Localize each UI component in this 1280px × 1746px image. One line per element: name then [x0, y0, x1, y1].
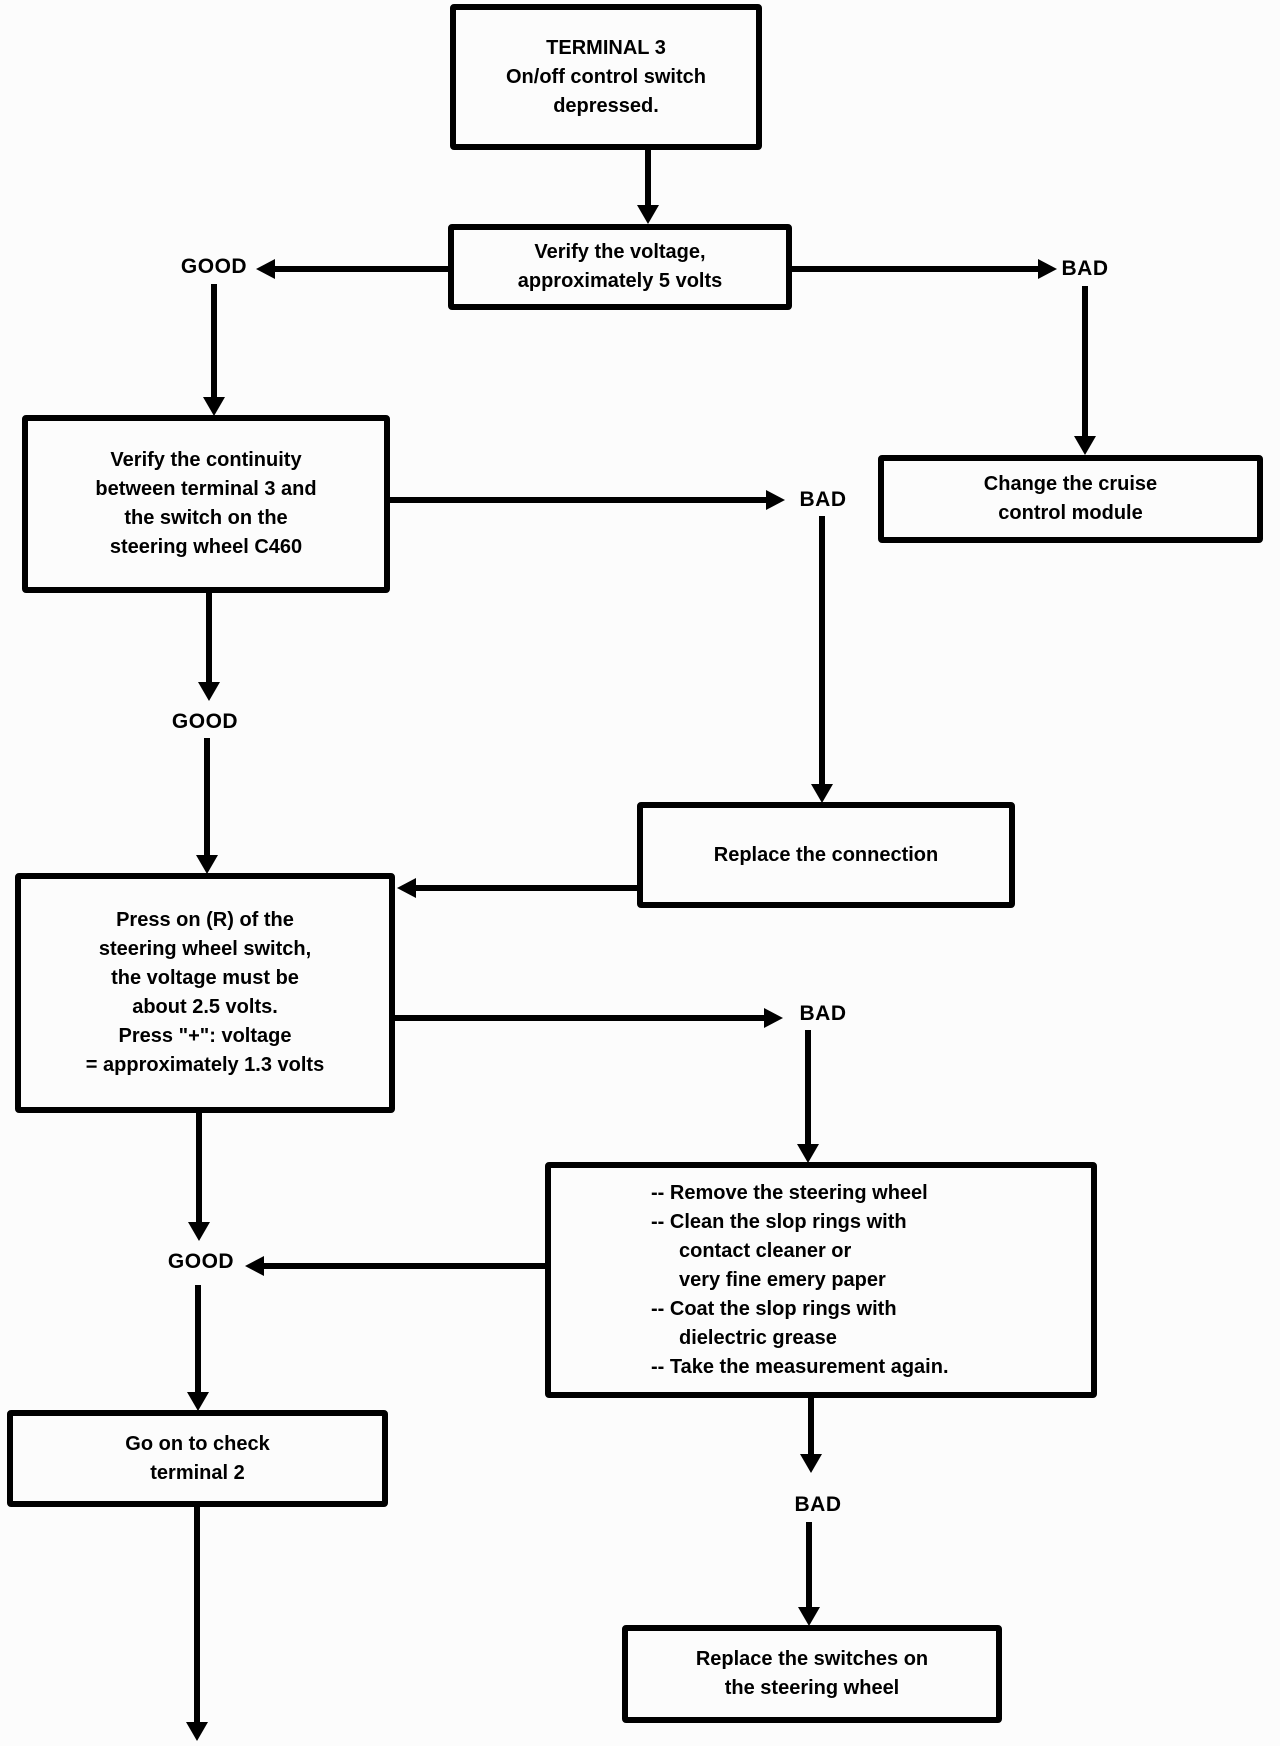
- node-text: -- Remove the steering wheel: [651, 1181, 928, 1204]
- node-text: control module: [998, 502, 1143, 524]
- node-clean-slip-rings: -- Remove the steering wheel -- Clean th…: [545, 1162, 1097, 1398]
- node-text: -- Take the measurement again.: [651, 1355, 949, 1378]
- node-replace-switches: Replace the switches on the steering whe…: [622, 1625, 1002, 1723]
- node-text: the steering wheel: [724, 1677, 900, 1699]
- node-text: Press "+": voltage: [118, 1025, 292, 1047]
- arrow-terminal3-to-voltage-line: [645, 150, 651, 206]
- arrow-instructions-to-bad4-head: [800, 1454, 822, 1473]
- node-press-r: Press on (R) of the steering wheel switc…: [15, 873, 395, 1113]
- arrow-voltage-to-good1-line: [264, 266, 448, 272]
- arrow-good3-to-terminal2-line: [195, 1285, 201, 1393]
- arrow-bad2-to-connection-head: [811, 784, 833, 803]
- node-text: the voltage must be: [111, 967, 299, 989]
- arrow-connection-to-pressr-head: [397, 878, 416, 898]
- label-good-2: GOOD: [171, 710, 239, 733]
- node-verify-voltage: Verify the voltage, approximately 5 volt…: [448, 224, 792, 310]
- node-text: Replace the connection: [713, 843, 939, 866]
- arrow-good1-to-continuity-line: [211, 284, 217, 398]
- arrow-voltage-to-bad1-line: [792, 266, 1040, 272]
- arrow-voltage-to-bad1-head: [1038, 259, 1057, 279]
- node-text: terminal 2: [150, 1461, 245, 1484]
- arrow-pressr-to-good3-line: [196, 1113, 202, 1223]
- node-text: steering wheel C460: [109, 536, 303, 558]
- arrow-bad3-to-instructions-head: [797, 1144, 819, 1163]
- node-change-cruise-module: Change the cruise control module: [878, 455, 1263, 543]
- label-bad-4: BAD: [794, 1493, 842, 1516]
- arrow-good2-to-pressr-line: [204, 738, 210, 856]
- arrow-good1-to-continuity-head: [203, 397, 225, 416]
- arrow-continuity-to-good2-head: [198, 682, 220, 701]
- arrow-continuity-to-bad2-line: [390, 497, 768, 503]
- label-good-1: GOOD: [180, 255, 248, 278]
- arrow-voltage-to-good1-head: [256, 259, 275, 279]
- node-verify-continuity: Verify the continuity between terminal 3…: [22, 415, 390, 593]
- node-text: Verify the voltage,: [534, 241, 706, 263]
- node-text: -- Clean the slop rings with: [651, 1210, 907, 1233]
- arrow-instructions-to-good3-head: [245, 1256, 264, 1276]
- node-text: On/off control switch: [506, 65, 706, 88]
- node-text: Go on to check: [125, 1432, 270, 1455]
- label-bad-2: BAD: [799, 488, 847, 511]
- arrow-continuity-to-bad2-head: [766, 490, 785, 510]
- arrow-connection-to-pressr-line: [414, 885, 637, 891]
- node-text: Change the cruise: [983, 473, 1158, 495]
- arrow-good2-to-pressr-head: [196, 855, 218, 874]
- node-text: Verify the continuity: [110, 449, 302, 471]
- arrow-bad3-to-instructions-line: [805, 1030, 811, 1145]
- label-bad-1: BAD: [1061, 257, 1109, 280]
- node-terminal3: TERMINAL 3 On/off control switch depress…: [450, 4, 762, 150]
- arrow-continuity-to-good2-line: [206, 593, 212, 683]
- arrow-instructions-to-good3-line: [262, 1263, 545, 1269]
- label-bad-3: BAD: [799, 1002, 847, 1025]
- node-text: -- Coat the slop rings with: [651, 1297, 897, 1320]
- arrow-terminal2-continue-line: [194, 1507, 200, 1723]
- arrow-pressr-to-bad3-head: [764, 1008, 783, 1028]
- node-text: TERMINAL 3: [546, 36, 666, 59]
- arrow-pressr-to-good3-head: [188, 1222, 210, 1241]
- node-text: Replace the switches on: [695, 1648, 929, 1670]
- arrow-bad1-to-module-line: [1082, 286, 1088, 437]
- node-text: the switch on the: [124, 507, 288, 529]
- node-text: depressed.: [553, 94, 659, 117]
- arrow-pressr-to-bad3-line: [395, 1015, 766, 1021]
- arrow-good3-to-terminal2-head: [187, 1392, 209, 1411]
- node-text: very fine emery paper: [679, 1268, 886, 1291]
- node-replace-connection: Replace the connection: [637, 802, 1015, 908]
- node-text: = approximately 1.3 volts: [85, 1054, 325, 1076]
- arrow-bad4-to-switches-line: [806, 1522, 812, 1608]
- arrow-instructions-to-bad4-line: [808, 1398, 814, 1455]
- arrow-terminal2-continue-head: [186, 1722, 208, 1741]
- arrow-terminal3-to-voltage-head: [637, 205, 659, 224]
- arrow-bad4-to-switches-head: [798, 1607, 820, 1626]
- node-text: Press on (R) of the: [116, 909, 294, 931]
- node-text: approximately 5 volts: [517, 270, 723, 292]
- node-text: between terminal 3 and: [95, 478, 317, 500]
- node-text: about 2.5 volts.: [132, 996, 278, 1018]
- node-text: steering wheel switch,: [98, 938, 312, 960]
- arrow-bad1-to-module-head: [1074, 436, 1096, 455]
- node-text: dielectric grease: [679, 1326, 837, 1349]
- arrow-bad2-to-connection-line: [819, 516, 825, 785]
- label-good-3: GOOD: [167, 1250, 235, 1273]
- node-text: contact cleaner or: [679, 1239, 852, 1262]
- node-check-terminal2: Go on to check terminal 2: [7, 1410, 388, 1507]
